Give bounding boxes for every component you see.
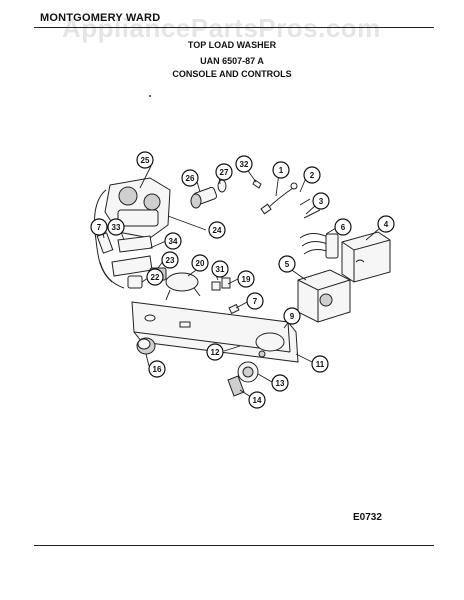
- callout-27: 27: [215, 163, 233, 181]
- mounting-clip: [228, 303, 240, 315]
- top-rule: [34, 27, 434, 28]
- callout-3: 3: [312, 192, 330, 210]
- callout-7-left: 7: [90, 218, 108, 236]
- model-number: UAN 6507-87 A: [200, 56, 264, 66]
- stray-mark: [149, 95, 151, 97]
- switch-bracket: [96, 232, 153, 289]
- callout-22: 22: [146, 268, 164, 286]
- svg-text:32: 32: [240, 160, 249, 169]
- callout-12: 12: [206, 343, 224, 361]
- svg-text:16: 16: [153, 365, 162, 374]
- svg-text:26: 26: [186, 174, 195, 183]
- callout-4: 4: [377, 215, 395, 233]
- svg-text:19: 19: [242, 275, 251, 284]
- svg-text:5: 5: [285, 260, 290, 269]
- callout-13: 13: [271, 374, 289, 392]
- callout-34: 34: [164, 232, 182, 250]
- callout-11: 11: [311, 355, 329, 373]
- callout-6: 6: [334, 218, 352, 236]
- callout-20: 20: [191, 254, 209, 272]
- callout-5: 5: [278, 255, 296, 273]
- svg-text:14: 14: [253, 396, 262, 405]
- callout-23: 23: [161, 251, 179, 269]
- callout-26: 26: [181, 169, 199, 187]
- callout-14: 14: [248, 391, 266, 409]
- svg-text:27: 27: [220, 168, 229, 177]
- svg-text:2: 2: [310, 171, 315, 180]
- svg-text:6: 6: [341, 223, 346, 232]
- svg-text:11: 11: [316, 360, 325, 369]
- callout-2: 2: [303, 166, 321, 184]
- svg-text:31: 31: [216, 265, 225, 274]
- callout-24: 24: [208, 221, 226, 239]
- section-title: CONSOLE AND CONTROLS: [172, 69, 292, 79]
- svg-text:7: 7: [97, 223, 102, 232]
- timer: [297, 269, 351, 323]
- callout-19: 19: [237, 270, 255, 288]
- callout-16: 16: [148, 360, 166, 378]
- harness-connector: [299, 233, 339, 259]
- callout-25: 25: [136, 151, 154, 169]
- appliance-type: TOP LOAD WASHER: [187, 40, 277, 50]
- svg-text:13: 13: [276, 379, 285, 388]
- brand-name: MONTGOMERY WARD: [40, 12, 161, 24]
- callout-31: 31: [211, 260, 229, 278]
- svg-text:9: 9: [290, 312, 295, 321]
- svg-text:22: 22: [151, 273, 160, 282]
- callout-7-right: 7: [246, 292, 264, 310]
- svg-text:23: 23: [166, 256, 175, 265]
- svg-text:24: 24: [213, 226, 222, 235]
- svg-text:20: 20: [196, 259, 205, 268]
- control-knob-left: [136, 337, 156, 355]
- callout-1: 1: [272, 161, 290, 179]
- hose-fitting: [190, 179, 227, 209]
- svg-text:12: 12: [211, 348, 220, 357]
- diagram-code: E0732: [353, 512, 382, 523]
- wiring-harness: [260, 182, 321, 219]
- svg-text:33: 33: [112, 223, 121, 232]
- svg-text:34: 34: [169, 237, 178, 246]
- leader-lines: [101, 165, 381, 398]
- wire-clip: [252, 179, 262, 189]
- svg-text:4: 4: [384, 220, 389, 229]
- svg-text:1: 1: [279, 166, 284, 175]
- callout-33: 33: [107, 218, 125, 236]
- callout-32: 32: [235, 155, 253, 173]
- svg-text:25: 25: [141, 156, 150, 165]
- timer-cover: [341, 231, 391, 283]
- callout-9: 9: [283, 307, 301, 325]
- svg-text:7: 7: [253, 297, 258, 306]
- svg-text:3: 3: [319, 197, 324, 206]
- timer-dial: [227, 361, 259, 397]
- bottom-rule: [34, 545, 434, 546]
- watermark: AppliancePartsPros.com: [62, 13, 381, 43]
